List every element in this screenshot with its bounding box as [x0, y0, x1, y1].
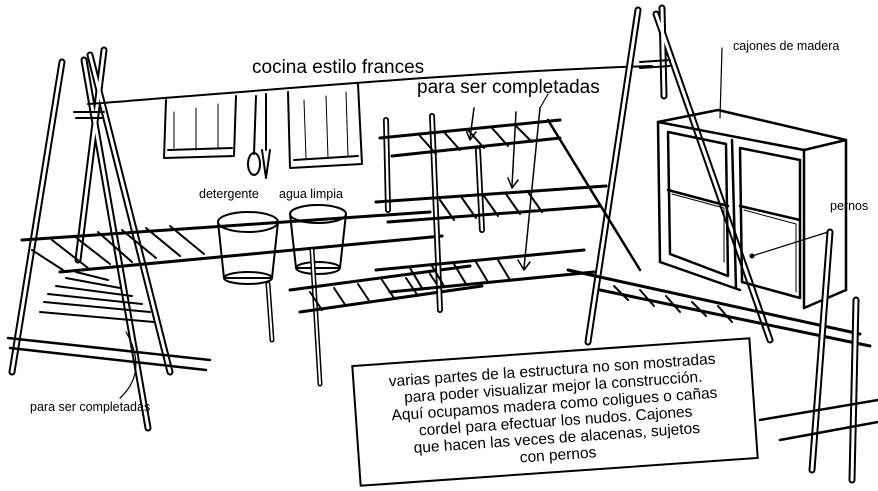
note-text: varias partes de la estructura no son mo… — [388, 350, 718, 467]
right-front-post — [808, 228, 860, 484]
left-tripod-inner — [10, 48, 172, 430]
detergente-label: detergente — [199, 187, 259, 201]
right-tripod-lashing — [639, 59, 671, 69]
left-table — [20, 210, 444, 274]
wooden-cabinet — [656, 108, 848, 310]
completar-arrows — [465, 107, 541, 271]
bottom-completar-label: para ser completadas — [30, 400, 151, 414]
left-lower-shelf — [288, 264, 484, 314]
pernos-pointer — [751, 231, 829, 257]
left-tripod-rung — [6, 336, 212, 372]
bottom-completar-pointer — [119, 331, 137, 399]
clothesline — [87, 65, 653, 105]
center-top-shelf — [378, 118, 562, 158]
cajones-label: cajones de madera — [733, 39, 840, 53]
title-label: cocina estilo frances — [252, 57, 425, 78]
center-middle-shelf — [374, 184, 608, 224]
long-diagonal-pole — [546, 118, 642, 272]
left-tripod-lashing — [73, 111, 105, 119]
cajones-pointer — [719, 47, 723, 119]
right-bottom-rung — [758, 398, 878, 442]
hanging-towel-left — [163, 95, 237, 159]
completar-line-left — [539, 93, 549, 109]
perno-dot — [749, 253, 755, 259]
note-box-frame — [351, 337, 759, 487]
pernos-label: pernos — [830, 199, 869, 213]
clean-water-basin — [289, 204, 347, 275]
detergent-basin — [217, 211, 279, 285]
left-lower-grill — [39, 271, 155, 323]
hanging-utensils — [247, 93, 271, 179]
agua-label: agua limpia — [279, 187, 343, 201]
top-completar-label: para ser completadas — [417, 77, 600, 98]
hanging-towel-right — [287, 83, 363, 169]
center-lower-shelf — [374, 248, 596, 294]
